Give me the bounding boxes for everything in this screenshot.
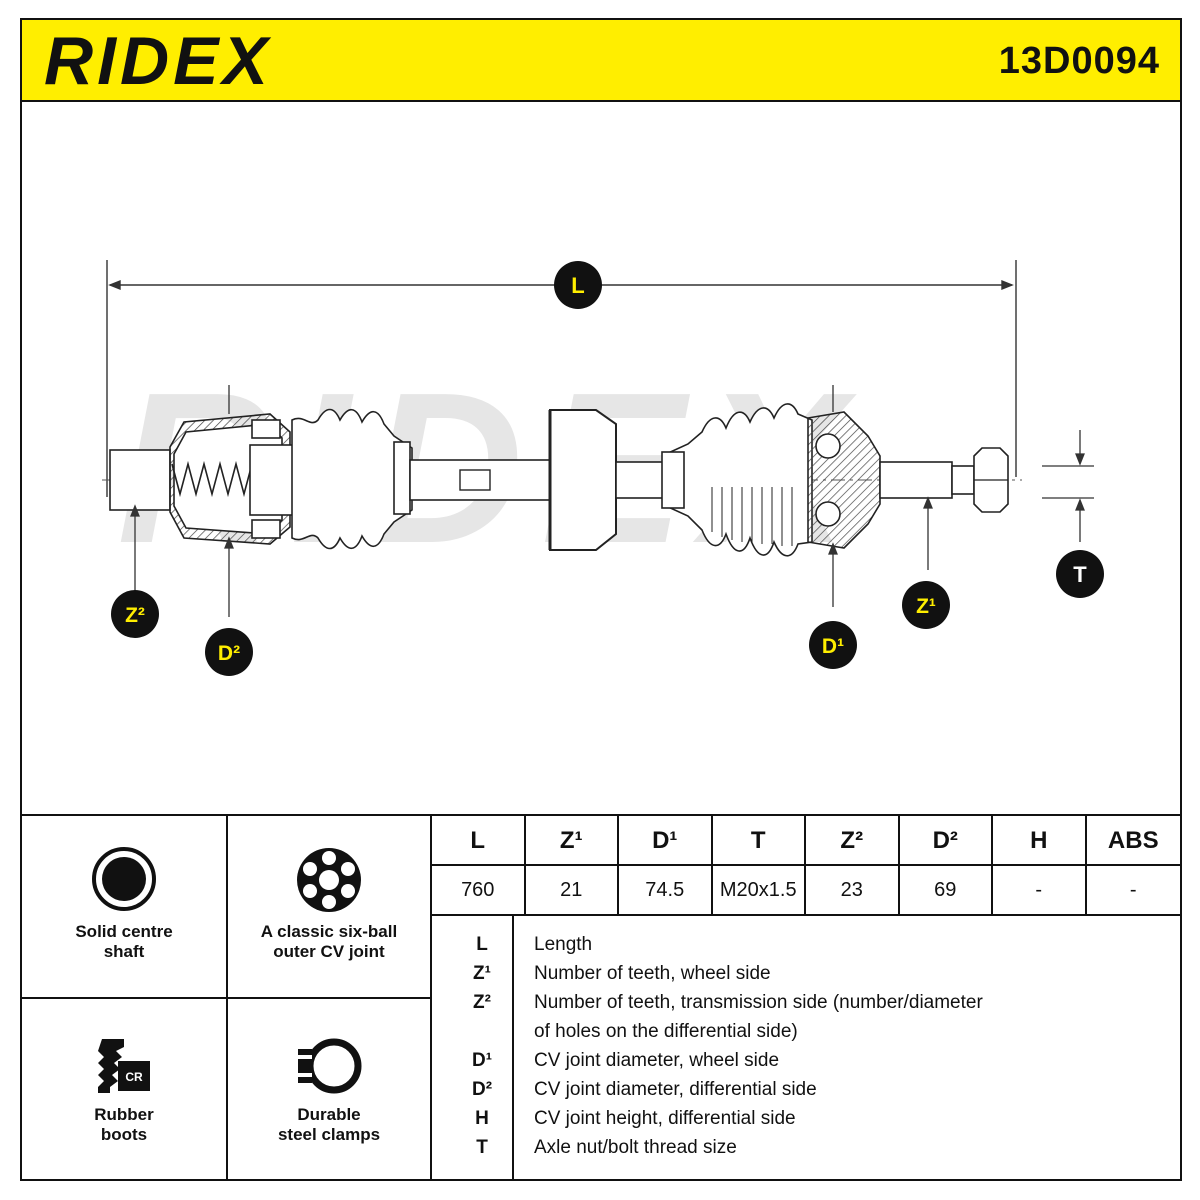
- callout-Z2: Z²: [111, 590, 159, 638]
- legend-row: Z¹ Number of teeth, wheel side: [473, 963, 771, 984]
- feature-steel-clamps: Durable steel clamps: [228, 999, 432, 1179]
- spec-value-ABS: -: [1129, 879, 1137, 901]
- solid-shaft-icon: [92, 847, 156, 911]
- callout-D1: D¹: [809, 621, 857, 669]
- inner-cv-joint: [109, 413, 303, 545]
- spec-value-Z1: 21: [526, 866, 619, 914]
- wheel-stub: [879, 461, 953, 499]
- legend: L Length Z¹ Number of teeth, wheel side …: [432, 916, 1180, 1179]
- legend-row: D¹ CV joint diameter, wheel side: [471, 1050, 780, 1071]
- callout-T: T: [1056, 550, 1104, 598]
- rubber-boot-icon: CR: [98, 1039, 150, 1093]
- svg-text:L: L: [571, 273, 584, 298]
- brand-logo: RIDEX: [44, 23, 272, 98]
- svg-text:D²: D²: [218, 642, 240, 665]
- spec-header-D1: D¹: [619, 816, 713, 866]
- svg-text:T: T: [1073, 562, 1087, 587]
- callout-D2: D²: [205, 628, 253, 676]
- six-ball-joint-icon: [297, 848, 361, 912]
- spec-value-D2: 69: [900, 866, 993, 914]
- spec-value-H: -: [993, 866, 1087, 914]
- svg-text:Z²: Z²: [125, 604, 145, 627]
- product-sheet: RIDEX 13D0094 RIDEX: [20, 18, 1182, 1181]
- legend-row: Z² Number of teeth, transmission side (n…: [473, 992, 983, 1013]
- svg-text:RIDEX: RIDEX: [44, 23, 272, 98]
- feature-caption: A classic six-ball outer CV joint: [260, 922, 398, 961]
- feature-caption: Solid centre shaft: [75, 922, 173, 961]
- spec-header-H: H: [993, 816, 1087, 866]
- feature-six-ball-joint: A classic six-ball outer CV joint: [228, 816, 432, 999]
- outer-cv-joint: [807, 411, 881, 549]
- driveshaft-drawing: RIDEX: [22, 102, 1180, 814]
- steel-clamp-icon: [298, 1038, 362, 1094]
- spec-header-L: L: [432, 816, 526, 866]
- spec-header-Z1: Z¹: [525, 816, 619, 866]
- spec-value-T: M20x1.5: [713, 866, 806, 914]
- legend-row: L Length: [476, 934, 593, 955]
- spec-header-ABS: ABS: [1086, 816, 1180, 866]
- legend-row: of holes on the differential side): [534, 1021, 798, 1042]
- legend-divider: [512, 916, 514, 1179]
- spec-table: L Z¹ D¹ T Z² D² H ABS 760 21 74.5 M20x1.…: [432, 816, 1180, 916]
- spec-header-D2: D²: [899, 816, 993, 866]
- svg-text:D¹: D¹: [822, 635, 844, 658]
- legend-row: D² CV joint diameter, differential side: [471, 1079, 817, 1100]
- feature-caption: Durable steel clamps: [277, 1105, 381, 1144]
- part-number: 13D0094: [998, 40, 1160, 82]
- feature-solid-shaft: Solid centre shaft: [22, 816, 228, 999]
- legend-row: T Axle nut/bolt thread size: [476, 1137, 737, 1158]
- spec-header-Z2: Z²: [806, 816, 900, 866]
- header-bar: RIDEX 13D0094: [22, 20, 1180, 102]
- spec-value-D1: 74.5: [619, 866, 713, 914]
- svg-text:Z¹: Z¹: [916, 595, 936, 618]
- spec-section: Solid centre shaft A classic six-ball ou…: [22, 814, 1180, 1179]
- svg-text:CR: CR: [125, 1070, 143, 1084]
- spec-value-L: 760: [432, 866, 526, 914]
- spec-header-T: T: [712, 816, 806, 866]
- spec-value-Z2: 23: [806, 866, 900, 914]
- damper: [549, 409, 617, 551]
- feature-caption: Rubber boots: [94, 1105, 154, 1144]
- feature-rubber-boots: CR Rubber boots: [22, 999, 228, 1179]
- callout-Z1: Z¹: [902, 581, 950, 629]
- inner-boot: [291, 408, 413, 550]
- callout-L: L: [554, 261, 602, 309]
- legend-row: H CV joint height, differential side: [475, 1108, 796, 1129]
